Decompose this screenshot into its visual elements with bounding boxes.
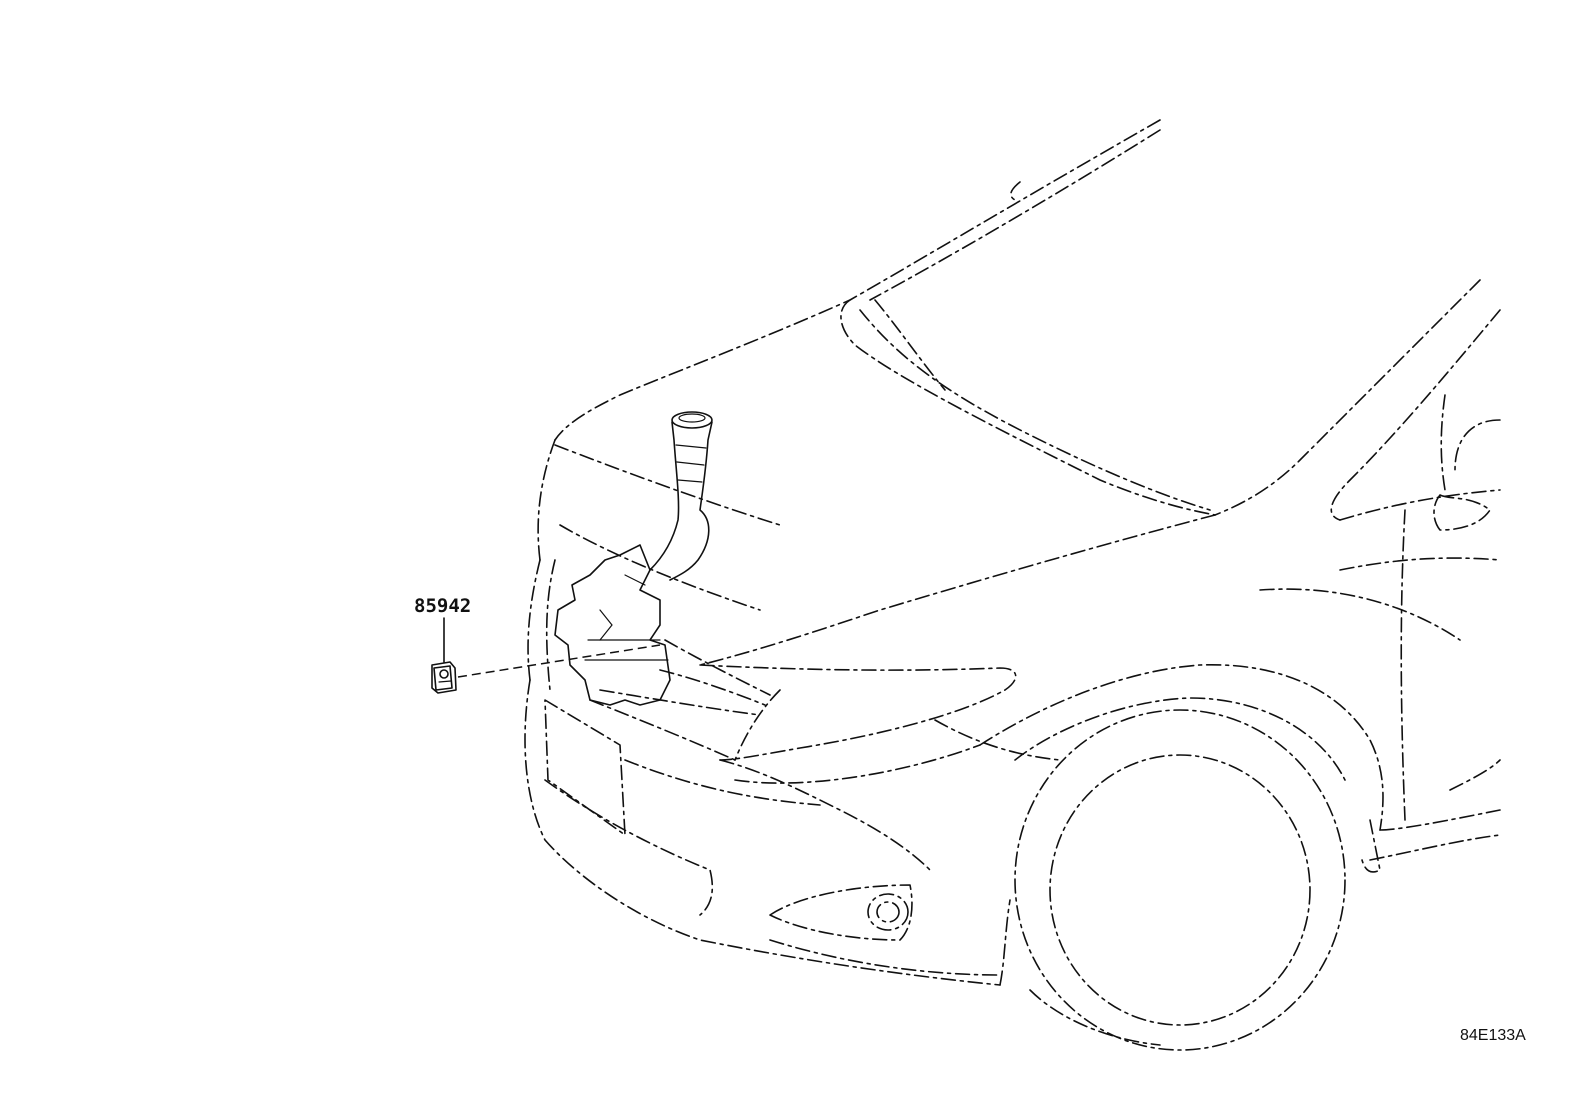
- washer-tank: [554, 411, 713, 706]
- illustration-code: 84E133A: [1460, 1027, 1526, 1044]
- level-sensor-part: [431, 661, 457, 694]
- car-body-outline: [524, 119, 1501, 1051]
- leader-line: [457, 644, 661, 678]
- part-number-label: 85942: [414, 595, 471, 617]
